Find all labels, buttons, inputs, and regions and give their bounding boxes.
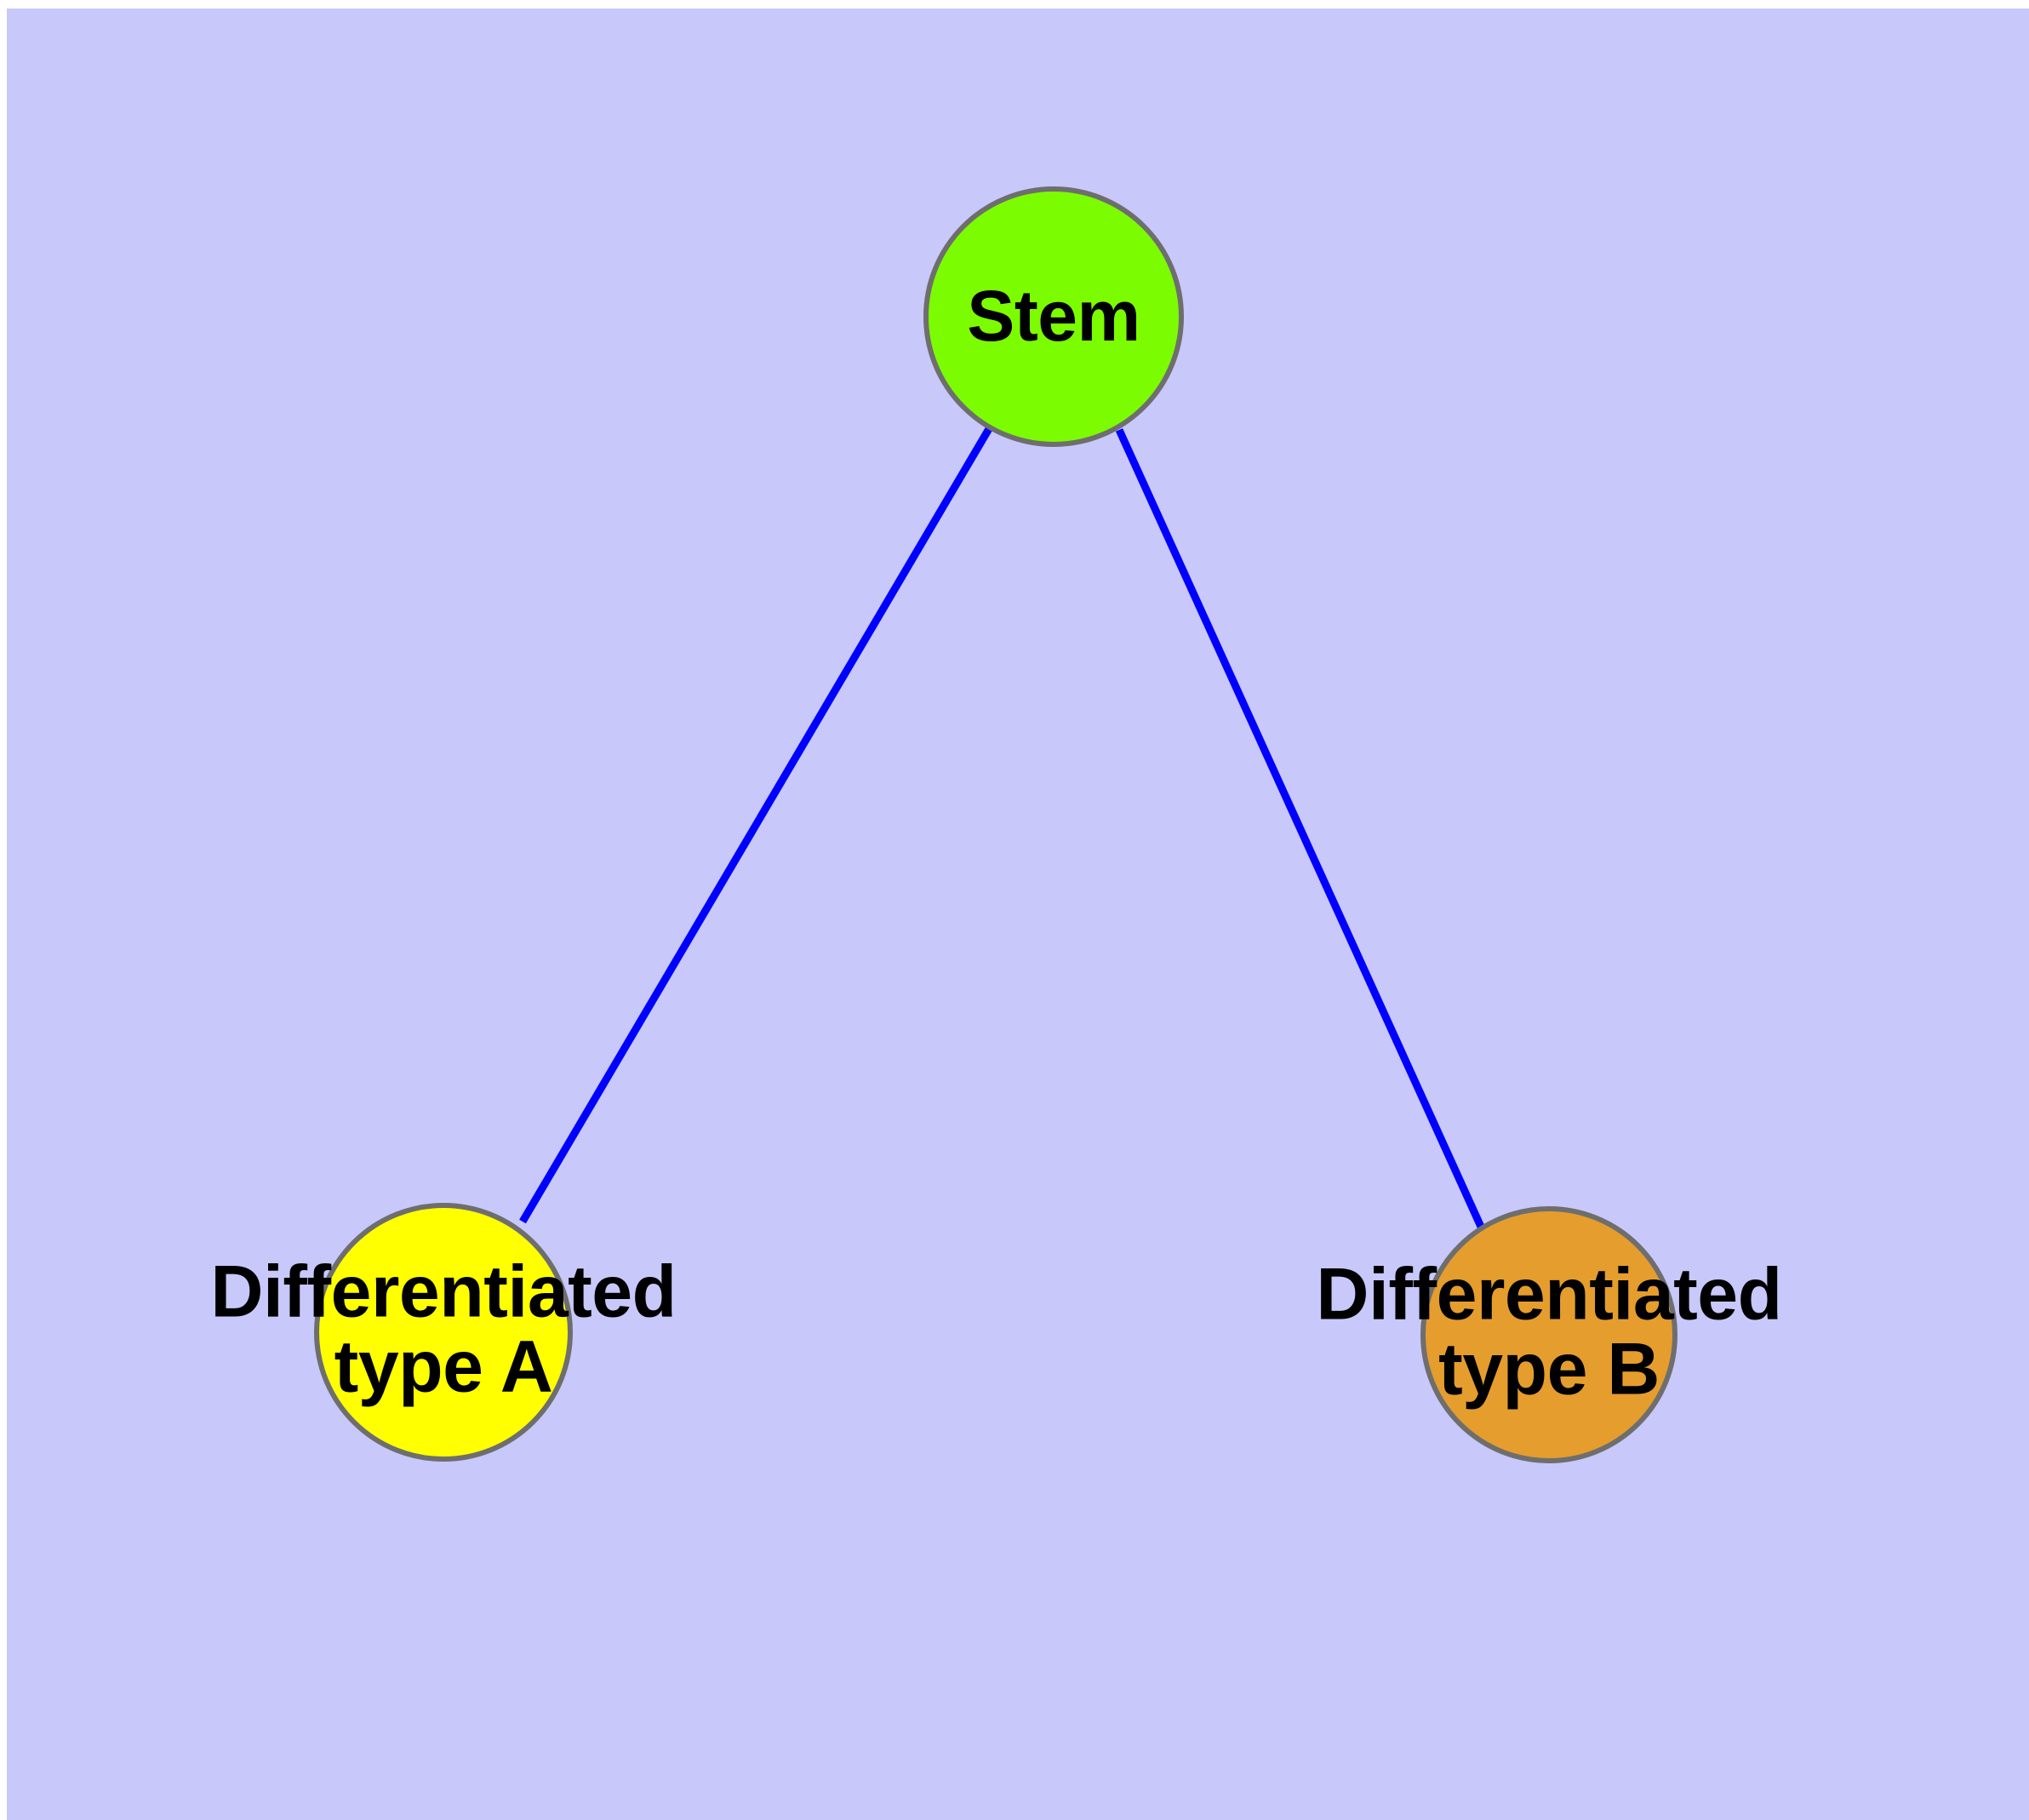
node-layer xyxy=(314,186,1677,1463)
node-differentiated-type-a[interactable] xyxy=(314,1203,573,1462)
node-stem[interactable] xyxy=(923,186,1184,447)
edge-stem-to-type-b[interactable] xyxy=(1115,428,1485,1228)
node-differentiated-type-b[interactable] xyxy=(1420,1206,1677,1463)
edge-stem-to-type-a[interactable] xyxy=(519,425,993,1224)
edge-layer xyxy=(519,425,1485,1228)
